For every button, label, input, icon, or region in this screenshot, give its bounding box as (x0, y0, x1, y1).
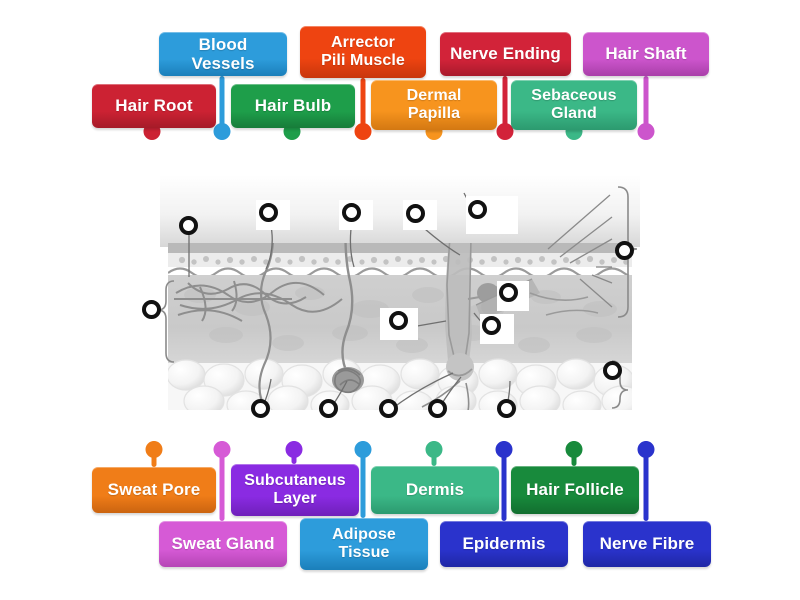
label-chip-sebaceous-gland[interactable]: Sebaceous Gland (511, 80, 637, 130)
pin-knob (354, 123, 372, 140)
pin-stem (643, 441, 649, 521)
pin-sweat-pore (144, 441, 164, 467)
pin-dermal-papilla (424, 123, 444, 140)
label-chip-text: Subcutaneus Layer (244, 472, 346, 507)
label-chip-text: Nerve Ending (450, 44, 561, 64)
label-chip-dermal-papilla[interactable]: Dermal Papilla (371, 80, 497, 130)
label-chip-text: Adipose Tissue (332, 526, 396, 561)
pin-knob (425, 441, 443, 458)
label-chip-text: Hair Bulb (254, 96, 332, 116)
pin-adipose-tissue (353, 441, 373, 518)
label-chip-subcutaneus-layer[interactable]: Subcutaneus Layer (231, 464, 359, 516)
marker-nerve-fibre[interactable] (497, 399, 516, 418)
marker-sebaceous[interactable] (499, 283, 518, 302)
label-chip-sweat-gland[interactable]: Sweat Gland (159, 521, 287, 567)
pin-stem (643, 76, 649, 138)
marker-dermal-papilla[interactable] (428, 399, 447, 418)
pin-knob (637, 441, 655, 458)
pin-knob (354, 441, 372, 458)
pin-knob (495, 441, 513, 458)
pin-knob (565, 441, 583, 458)
label-chip-text: Nerve Fibre (599, 534, 695, 554)
marker-dermis-bracket[interactable] (142, 300, 161, 319)
label-chip-sweat-pore[interactable]: Sweat Pore (92, 467, 216, 513)
pin-stem (219, 441, 225, 521)
pin-stem (501, 441, 507, 521)
label-chip-text: Epidermis (462, 534, 546, 554)
pin-sweat-gland (212, 441, 232, 521)
label-chip-text: Dermal Papilla (406, 87, 462, 122)
label-chip-hair-follicle[interactable]: Hair Follicle (511, 466, 639, 514)
label-chip-text: Dermis (405, 480, 465, 500)
label-chip-adipose-tissue[interactable]: Adipose Tissue (300, 518, 428, 570)
pin-blood-vessels (212, 76, 232, 140)
pin-hair-follicle (564, 441, 584, 466)
label-chip-nerve-ending[interactable]: Nerve Ending (440, 32, 571, 76)
label-chip-text: Sweat Gland (171, 534, 275, 554)
marker-hair-shaft[interactable] (468, 200, 487, 219)
label-chip-blood-vessels[interactable]: Blood Vessels (159, 32, 287, 76)
label-chip-text: Hair Root (115, 96, 193, 116)
pin-subcutaneus-layer (284, 441, 304, 464)
pin-dermis (424, 441, 444, 466)
pin-stem (360, 441, 366, 518)
marker-blood-vessels[interactable] (179, 216, 198, 235)
label-chip-nerve-fibre[interactable]: Nerve Fibre (583, 521, 711, 567)
pin-hair-root (142, 123, 162, 140)
label-chip-hair-shaft[interactable]: Hair Shaft (583, 32, 709, 76)
pin-knob (285, 441, 303, 458)
marker-hair-root[interactable] (251, 399, 270, 418)
marker-hair-follicle[interactable] (482, 316, 501, 335)
pin-knob (496, 123, 514, 140)
pin-epidermis (494, 441, 514, 521)
marker-epidermis-top[interactable] (406, 204, 425, 223)
marker-arrector[interactable] (389, 311, 408, 330)
label-chip-text: Arrector Pili Muscle (321, 34, 405, 69)
marker-layers-bracket[interactable] (615, 241, 634, 260)
label-chip-text: Sweat Pore (107, 480, 201, 500)
label-chip-text: Hair Shaft (605, 44, 687, 64)
marker-sweat-duct[interactable] (342, 203, 361, 222)
label-chip-epidermis[interactable]: Epidermis (440, 521, 568, 567)
pin-stem (219, 76, 225, 138)
pin-knob (213, 123, 231, 140)
pin-hair-bulb (282, 123, 302, 140)
pin-nerve-ending (495, 76, 515, 140)
pin-stem (502, 76, 508, 138)
pin-hair-shaft (636, 76, 656, 140)
pin-sebaceous-gland (564, 123, 584, 140)
label-chip-text: Blood Vessels (191, 34, 255, 73)
pin-knob (637, 123, 655, 140)
skin-diagram-svg (160, 175, 640, 410)
marker-fat-bracket[interactable] (603, 361, 622, 380)
marker-sweat-pore[interactable] (259, 203, 278, 222)
label-chip-text: Sebaceous Gland (531, 87, 617, 122)
label-chip-hair-root[interactable]: Hair Root (92, 84, 216, 128)
pin-nerve-fibre (636, 441, 656, 521)
pin-knob (145, 441, 163, 458)
label-chip-text: Hair Follicle (526, 480, 624, 500)
label-chip-hair-bulb[interactable]: Hair Bulb (231, 84, 355, 128)
label-chip-arrector-pili[interactable]: Arrector Pili Muscle (300, 26, 426, 78)
skin-cross-section-diagram (160, 175, 640, 410)
pin-stem (360, 78, 366, 138)
marker-sweat-gland[interactable] (319, 399, 338, 418)
pin-knob (213, 441, 231, 458)
marker-hair-bulb[interactable] (379, 399, 398, 418)
label-chip-dermis[interactable]: Dermis (371, 466, 499, 514)
pin-arrector-pili (353, 78, 373, 140)
